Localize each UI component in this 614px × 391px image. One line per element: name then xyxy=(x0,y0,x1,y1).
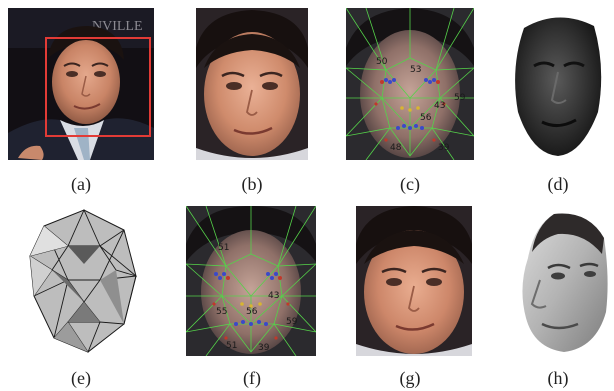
face-landmarks-c: 50 53 43 56 59 48 39 xyxy=(346,8,474,160)
face-landmarks-f: 51 43 56 55 59 51 39 xyxy=(186,206,316,356)
panel-g-image xyxy=(356,206,472,356)
face-photo-b xyxy=(196,8,308,160)
caption-f: (f) xyxy=(243,368,261,388)
caption-g: (g) xyxy=(399,368,421,388)
landmark-label-c: 50 xyxy=(376,57,388,67)
caption-h: (h) xyxy=(547,368,569,388)
panel-c-image: 50 53 43 56 59 48 39 xyxy=(346,8,474,160)
landmark-label-f: 56 xyxy=(246,307,258,317)
caption-a: (a) xyxy=(71,174,91,194)
panel-d-image xyxy=(508,8,608,158)
landmark-points-f xyxy=(212,272,290,340)
face-model-textured xyxy=(518,208,610,354)
caption-d: (d) xyxy=(547,174,569,194)
face-model-dark xyxy=(508,8,608,158)
triangulation-lines-f xyxy=(186,206,316,356)
landmark-label-f: 51 xyxy=(226,341,237,351)
panel-e-image xyxy=(24,206,142,354)
landmark-label-f: 59 xyxy=(286,317,298,327)
panel-b-image xyxy=(196,8,308,160)
caption-c: (c) xyxy=(400,174,420,194)
landmark-label-c: 48 xyxy=(390,143,402,153)
face-photo-g xyxy=(356,206,472,356)
face-photo-a: NVILLE xyxy=(8,8,154,160)
landmark-label-c: 56 xyxy=(420,113,432,123)
landmark-label-f: 51 xyxy=(218,243,229,253)
panel-h-image xyxy=(518,208,610,354)
landmark-label-f: 55 xyxy=(216,307,227,317)
landmark-label-c: 43 xyxy=(434,101,445,111)
caption-e: (e) xyxy=(71,368,91,388)
landmark-label-f: 43 xyxy=(268,291,279,301)
detection-box xyxy=(45,37,151,137)
landmark-label-c: 39 xyxy=(438,143,450,153)
panel-f-image: 51 43 56 55 59 51 39 xyxy=(186,206,316,356)
panel-a-image: NVILLE xyxy=(8,8,154,160)
landmark-label-c: 53 xyxy=(410,65,421,75)
caption-b: (b) xyxy=(241,174,263,194)
landmark-label-c: 59 xyxy=(454,93,466,103)
landmark-points-c xyxy=(374,78,446,142)
landmark-label-f: 39 xyxy=(258,343,270,353)
face-mesh xyxy=(24,206,142,354)
